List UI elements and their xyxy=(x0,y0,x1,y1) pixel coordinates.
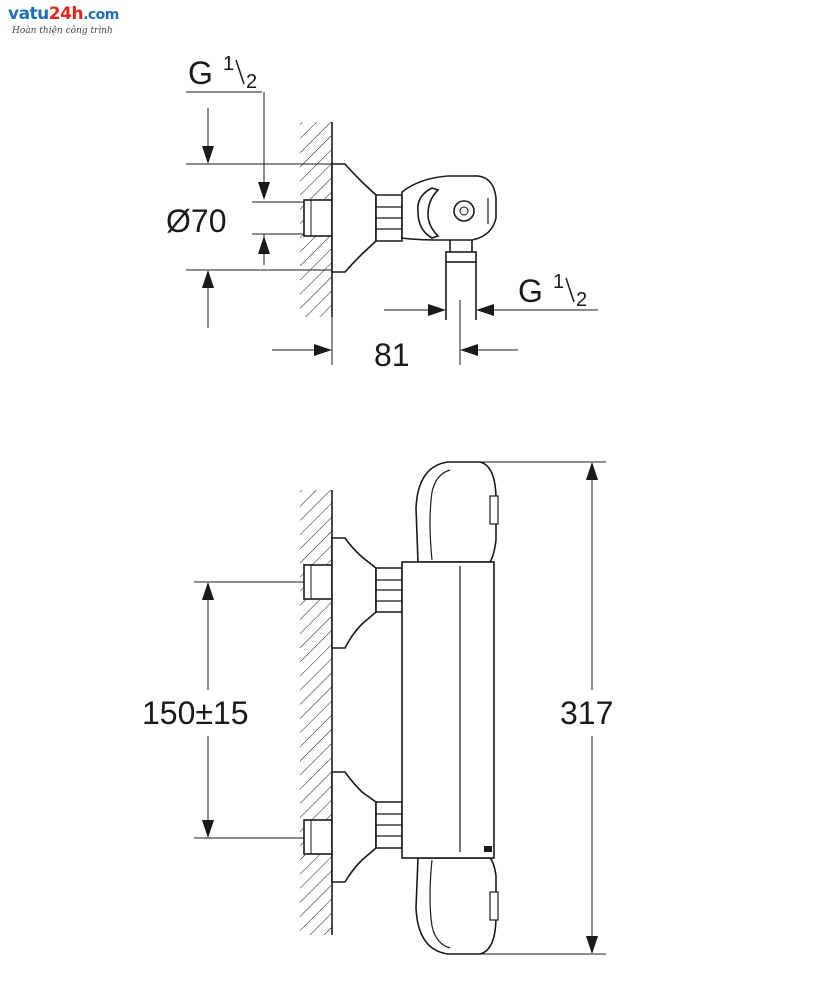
outlet-thread-numerator: 1 xyxy=(553,271,564,293)
site-logo: vatu24h.com Hoàn thiện công trình xyxy=(8,4,178,44)
lever-top xyxy=(416,187,440,239)
top-view xyxy=(186,91,598,365)
outlet-thread-denominator: 2 xyxy=(576,289,587,311)
upper-escutcheon xyxy=(331,537,377,649)
valve-body-top xyxy=(401,175,497,241)
top-view-arrows xyxy=(202,146,494,356)
front-view-arrows xyxy=(202,462,598,954)
centers-label: 150±15 xyxy=(142,695,249,731)
thermostat-body xyxy=(401,561,495,859)
front-view xyxy=(194,461,606,955)
height-label: 317 xyxy=(560,695,613,731)
wall-hatch-front xyxy=(300,490,332,935)
depth-label: 81 xyxy=(374,337,410,373)
inlet-thread-denominator: 2 xyxy=(246,71,257,93)
front-view-labels: 150±15 317 xyxy=(142,695,613,731)
inlet-thread-label: G xyxy=(188,55,213,91)
lower-handle xyxy=(415,857,497,955)
top-view-labels: G 1 2 Ø70 G 1 2 81 xyxy=(166,53,587,373)
control-knob-icon xyxy=(453,200,475,222)
inlet-nipple-top xyxy=(303,199,333,237)
outlet-nut-top xyxy=(445,251,477,263)
logo-wordmark: vatu24h.com xyxy=(8,4,119,24)
upper-nipple xyxy=(303,564,333,600)
upper-handle xyxy=(415,461,497,563)
outlet-thread-label: G xyxy=(518,273,543,309)
lower-nipple xyxy=(303,819,333,855)
inlet-thread-numerator: 1 xyxy=(223,53,234,75)
escutcheon-top xyxy=(331,163,377,273)
logo-tagline: Hoàn thiện công trình xyxy=(12,26,113,36)
diameter-label: Ø70 xyxy=(166,203,226,239)
lower-escutcheon xyxy=(331,771,377,883)
